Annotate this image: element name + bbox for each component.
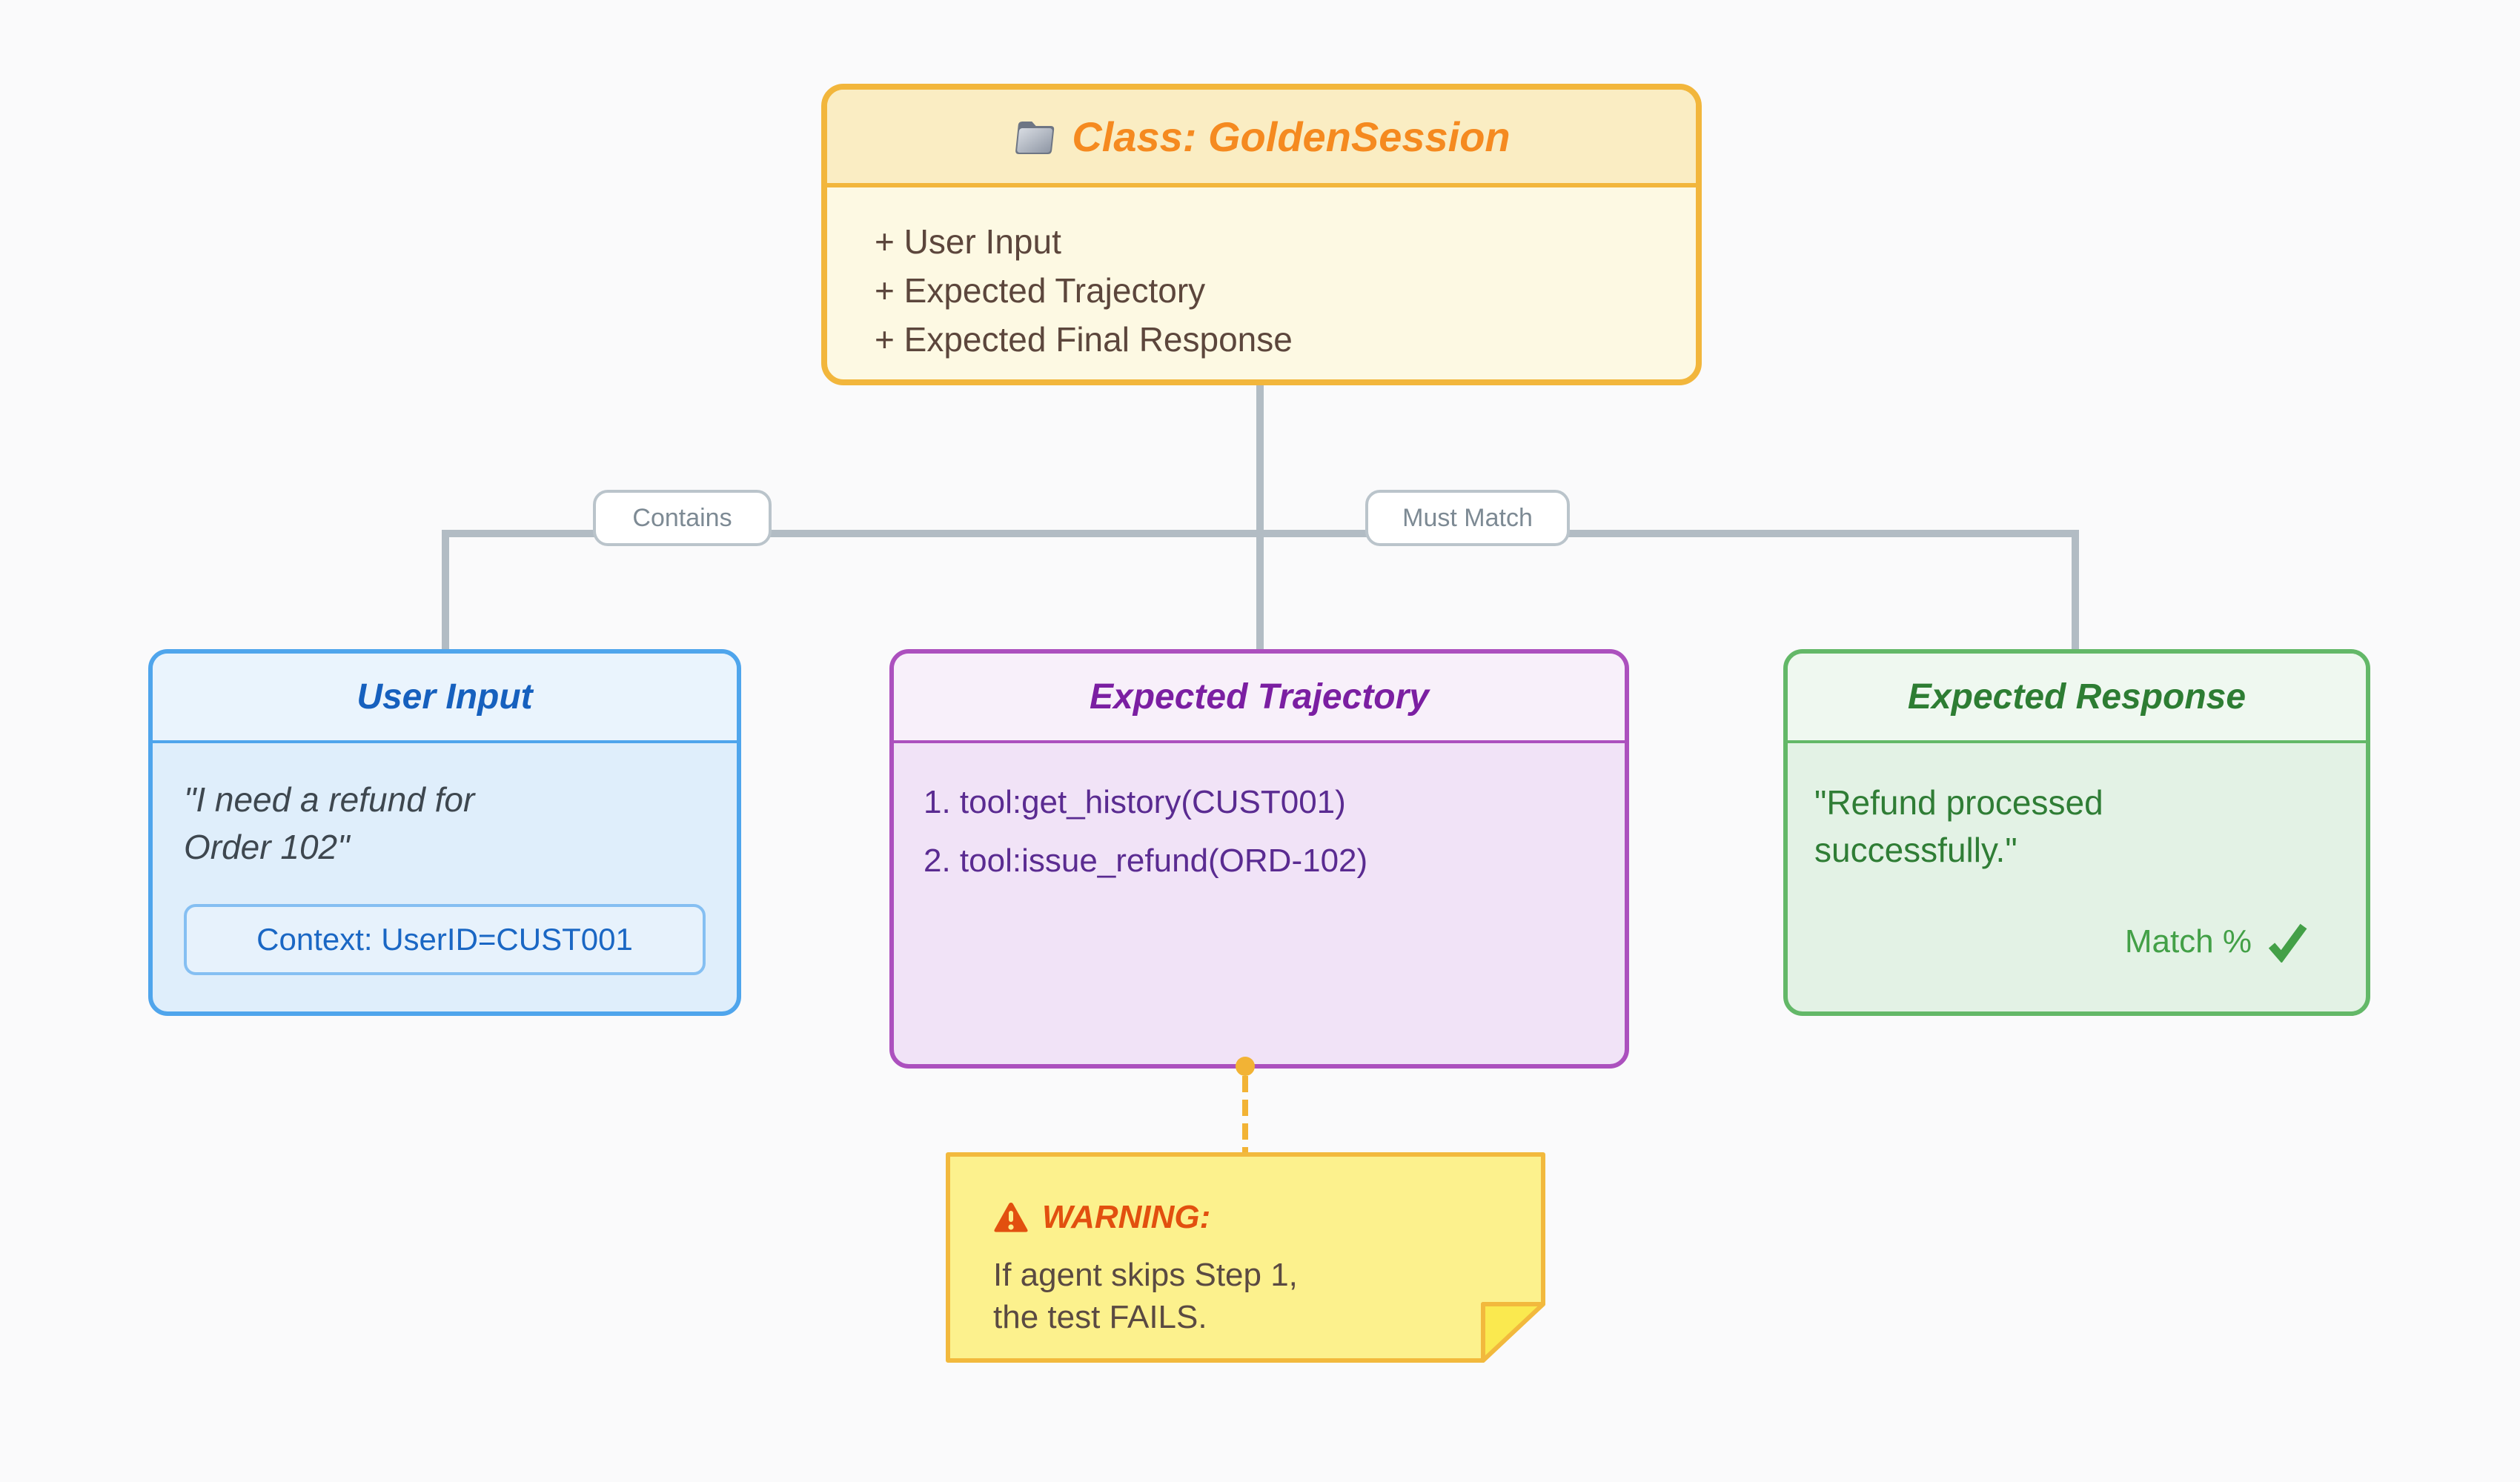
class-member-list: + User Input + Expected Trajectory + Exp… (827, 187, 1696, 364)
class-member: + Expected Trajectory (875, 271, 1206, 310)
warning-note-title: WARNING: (1042, 1199, 1211, 1235)
match-percent-row: Match % (2125, 921, 2310, 963)
user-input-quote-line: "I need a refund for (184, 780, 475, 819)
warning-note-title-row: WARNING: (993, 1197, 1210, 1238)
user-input-body: "I need a refund for Order 102" (153, 743, 737, 871)
warning-note-line: If agent skips Step 1, (993, 1257, 1298, 1293)
edge-label-contains-text: Contains (632, 503, 732, 532)
class-goldensession-node: Class: GoldenSession + User Input + Expe… (821, 84, 1702, 385)
user-input-title: User Input (357, 677, 533, 717)
warning-triangle-icon (994, 1203, 1028, 1232)
expected-response-header: Expected Response (1788, 654, 2366, 743)
folder-icon (1015, 122, 1055, 154)
context-chip-text: Context: UserID=CUST001 (256, 922, 633, 957)
warning-note-line: the test FAILS. (993, 1299, 1207, 1335)
expected-response-text: "Refund processed successfully." (1788, 743, 2366, 874)
class-member: + Expected Final Response (875, 320, 1293, 359)
warning-note-body: If agent skips Step 1, the test FAILS. (993, 1254, 1298, 1338)
warning-note-fold-corner (1481, 1302, 1545, 1363)
expected-response-body: "Refund processed successfully." (1788, 743, 2366, 874)
edge-label-contains: Contains (593, 490, 772, 546)
context-chip: Context: UserID=CUST001 (184, 904, 706, 975)
user-input-quote: "I need a refund for Order 102" (153, 743, 737, 871)
class-member: + User Input (875, 222, 1061, 261)
class-goldensession-header: Class: GoldenSession (827, 90, 1696, 187)
edge-label-must-match: Must Match (1365, 490, 1570, 546)
trajectory-step: 1. tool:get_history(CUST001) (924, 784, 1346, 820)
expected-response-line: "Refund processed (1814, 783, 2103, 822)
edge-label-must-match-text: Must Match (1402, 503, 1533, 532)
user-input-quote-line: Order 102" (184, 828, 350, 866)
expected-response-line: successfully." (1814, 831, 2017, 869)
trajectory-step-list: 1. tool:get_history(CUST001) 2. tool:iss… (894, 743, 1625, 890)
user-input-header: User Input (153, 654, 737, 743)
expected-trajectory-title: Expected Trajectory (1090, 677, 1429, 717)
trajectory-step: 2. tool:issue_refund(ORD-102) (924, 843, 1368, 879)
expected-trajectory-header: Expected Trajectory (894, 654, 1625, 743)
checkmark-icon (2268, 923, 2307, 963)
branch-connector (442, 530, 2079, 652)
expected-response-node: Expected Response "Refund processed succ… (1783, 649, 2370, 1016)
expected-trajectory-node: Expected Trajectory 1. tool:get_history(… (889, 649, 1629, 1069)
class-goldensession-title: Class: GoldenSession (1072, 113, 1511, 160)
match-percent-label: Match % (2124, 923, 2252, 960)
expected-response-title: Expected Response (1907, 677, 2247, 717)
